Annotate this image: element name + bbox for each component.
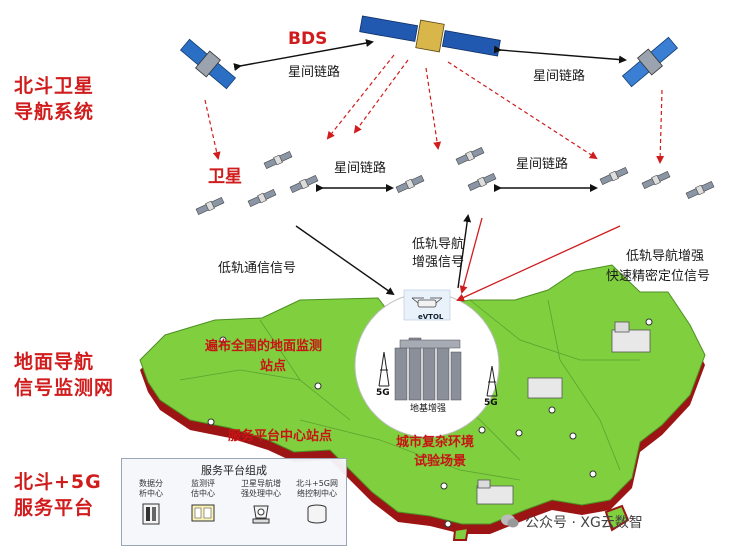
- side-service-line2: 服务平台: [14, 498, 94, 520]
- satellite-label: 卫星: [208, 168, 242, 188]
- isl-label-top-right: 星间链路: [533, 70, 585, 85]
- side-ground-line1: 地面导航: [14, 352, 94, 374]
- test-scene-line2: 试验场景: [414, 455, 466, 470]
- leo-satellites: [196, 146, 715, 215]
- side-ground-line2: 信号监测网: [14, 378, 114, 400]
- bds-satellite-right: [620, 34, 680, 89]
- leo-comm-label: 低轨通信信号: [218, 262, 296, 277]
- city-blocks: [395, 338, 461, 400]
- database-icon: [305, 502, 329, 526]
- fiveg-left-label: 5G: [376, 388, 390, 398]
- panel-item-monitoring: 监测评 估中心: [178, 479, 228, 529]
- panel-title: 服务平台组成: [122, 462, 346, 478]
- leo-ppp-label-line1: 低轨导航增强: [626, 250, 704, 265]
- bds-satellite-center: [359, 10, 502, 62]
- side-bds-line1: 北斗卫星: [14, 76, 94, 98]
- service-platform-panel: 服务平台组成 数据分 析中心 监测评 估中心 卫星导航增 强处理中心: [121, 458, 347, 546]
- evtol-label: eVTOL: [418, 313, 443, 321]
- workstation-icon: [250, 502, 272, 526]
- panel-item-augmentation: 卫星导航增 强处理中心: [234, 479, 288, 529]
- ground-aug-label: 地基增强: [410, 404, 446, 414]
- isl-label-top-left: 星间链路: [288, 66, 340, 81]
- leo-nav-label-line1: 低轨导航: [412, 238, 464, 253]
- leo-nav-label-line2: 增强信号: [412, 256, 464, 271]
- station-label-line2: 站点: [260, 360, 286, 375]
- bds-label: BDS: [288, 30, 327, 50]
- side-service-line1: 北斗+5G: [14, 472, 102, 494]
- fiveg-right-label: 5G: [484, 398, 498, 408]
- isl-label-mid-left: 星间链路: [334, 162, 386, 177]
- panel-item-data-analysis: 数据分 析中心: [126, 479, 176, 529]
- panel-item-network-control: 北斗+5G网 络控制中心: [290, 479, 344, 529]
- test-scene-line1: 城市复杂环境: [396, 436, 474, 451]
- server-icon: [141, 502, 161, 526]
- watermark: 公众号 · XG云数智: [525, 512, 643, 532]
- isl-label-mid-right: 星间链路: [516, 158, 568, 173]
- monitor-icon: [190, 502, 216, 526]
- red-dashed-links: [205, 55, 662, 162]
- wechat-icon: [500, 511, 520, 531]
- bds-satellite-left: [178, 36, 238, 91]
- service-center-label: 服务平台中心站点: [228, 430, 332, 445]
- side-bds-line2: 导航系统: [14, 102, 94, 124]
- station-label-line1: 遍布全国的地面监测: [205, 340, 322, 355]
- leo-ppp-label-line2: 快速精密定位信号: [606, 270, 710, 285]
